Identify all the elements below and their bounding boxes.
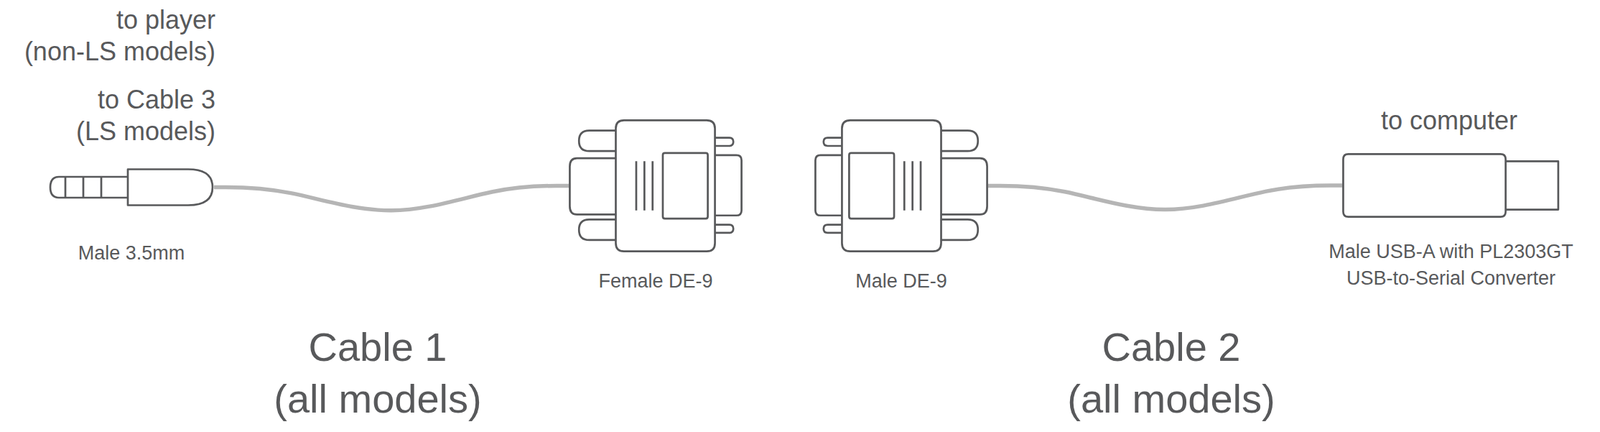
de9-shell bbox=[569, 157, 616, 215]
plug-body bbox=[127, 169, 213, 206]
destination-note: to computer bbox=[1380, 104, 1518, 137]
part-name: Male 3.5mm bbox=[78, 239, 186, 267]
cable-title: Cable 2 (all models) bbox=[1067, 321, 1275, 425]
screw-tab bbox=[823, 224, 843, 233]
grip-lines bbox=[904, 160, 921, 210]
male-de9-connector: Male DE-9 bbox=[814, 119, 989, 253]
audio-plug: Male 3.5mm bbox=[48, 168, 215, 207]
de9-ear bbox=[578, 130, 616, 151]
grip-lines bbox=[636, 160, 653, 210]
label-plate bbox=[662, 152, 709, 219]
male-de9-connector-outline bbox=[814, 119, 989, 253]
female-de9-connector: Female DE-9 bbox=[568, 119, 743, 253]
de9-face bbox=[715, 155, 742, 216]
de9-shell bbox=[941, 157, 988, 215]
de9-ear bbox=[578, 219, 616, 240]
part-name: Female DE-9 bbox=[598, 267, 713, 295]
usb-body bbox=[1342, 153, 1506, 217]
usb-plug bbox=[1505, 160, 1559, 209]
de9-body bbox=[615, 119, 715, 251]
destination-note: to player (non-LS models) bbox=[24, 4, 216, 68]
outline-group bbox=[50, 169, 213, 206]
part-name: Male DE-9 bbox=[855, 267, 948, 295]
outline-group bbox=[569, 119, 742, 251]
de9-face bbox=[815, 155, 842, 216]
destination-note: to Cable 3 (LS models) bbox=[76, 84, 216, 148]
de9-ear bbox=[941, 219, 979, 240]
usb-connector: Male USB-A with PL2303GT USB-to-Serial C… bbox=[1342, 152, 1560, 218]
cable-wire bbox=[214, 185, 569, 211]
de9-body bbox=[841, 119, 941, 251]
plug-rings bbox=[65, 176, 102, 198]
female-de9-connector-outline bbox=[568, 119, 743, 253]
label-plate bbox=[848, 152, 895, 219]
cable-title: Cable 1 (all models) bbox=[273, 321, 482, 425]
de9-ear bbox=[941, 130, 979, 151]
screw-tab bbox=[715, 137, 734, 146]
audio-plug-outline bbox=[48, 168, 215, 207]
usb-connector-outline bbox=[1342, 152, 1560, 218]
screw-tab bbox=[823, 137, 843, 146]
edge-group bbox=[214, 185, 1343, 211]
part-name: Male USB-A with PL2303GT USB-to-Serial C… bbox=[1328, 238, 1574, 292]
plug-tip bbox=[50, 176, 128, 198]
screw-tab bbox=[715, 224, 734, 233]
cable-wire bbox=[988, 185, 1343, 210]
outline-group bbox=[815, 119, 987, 251]
outline-group bbox=[1342, 153, 1558, 217]
